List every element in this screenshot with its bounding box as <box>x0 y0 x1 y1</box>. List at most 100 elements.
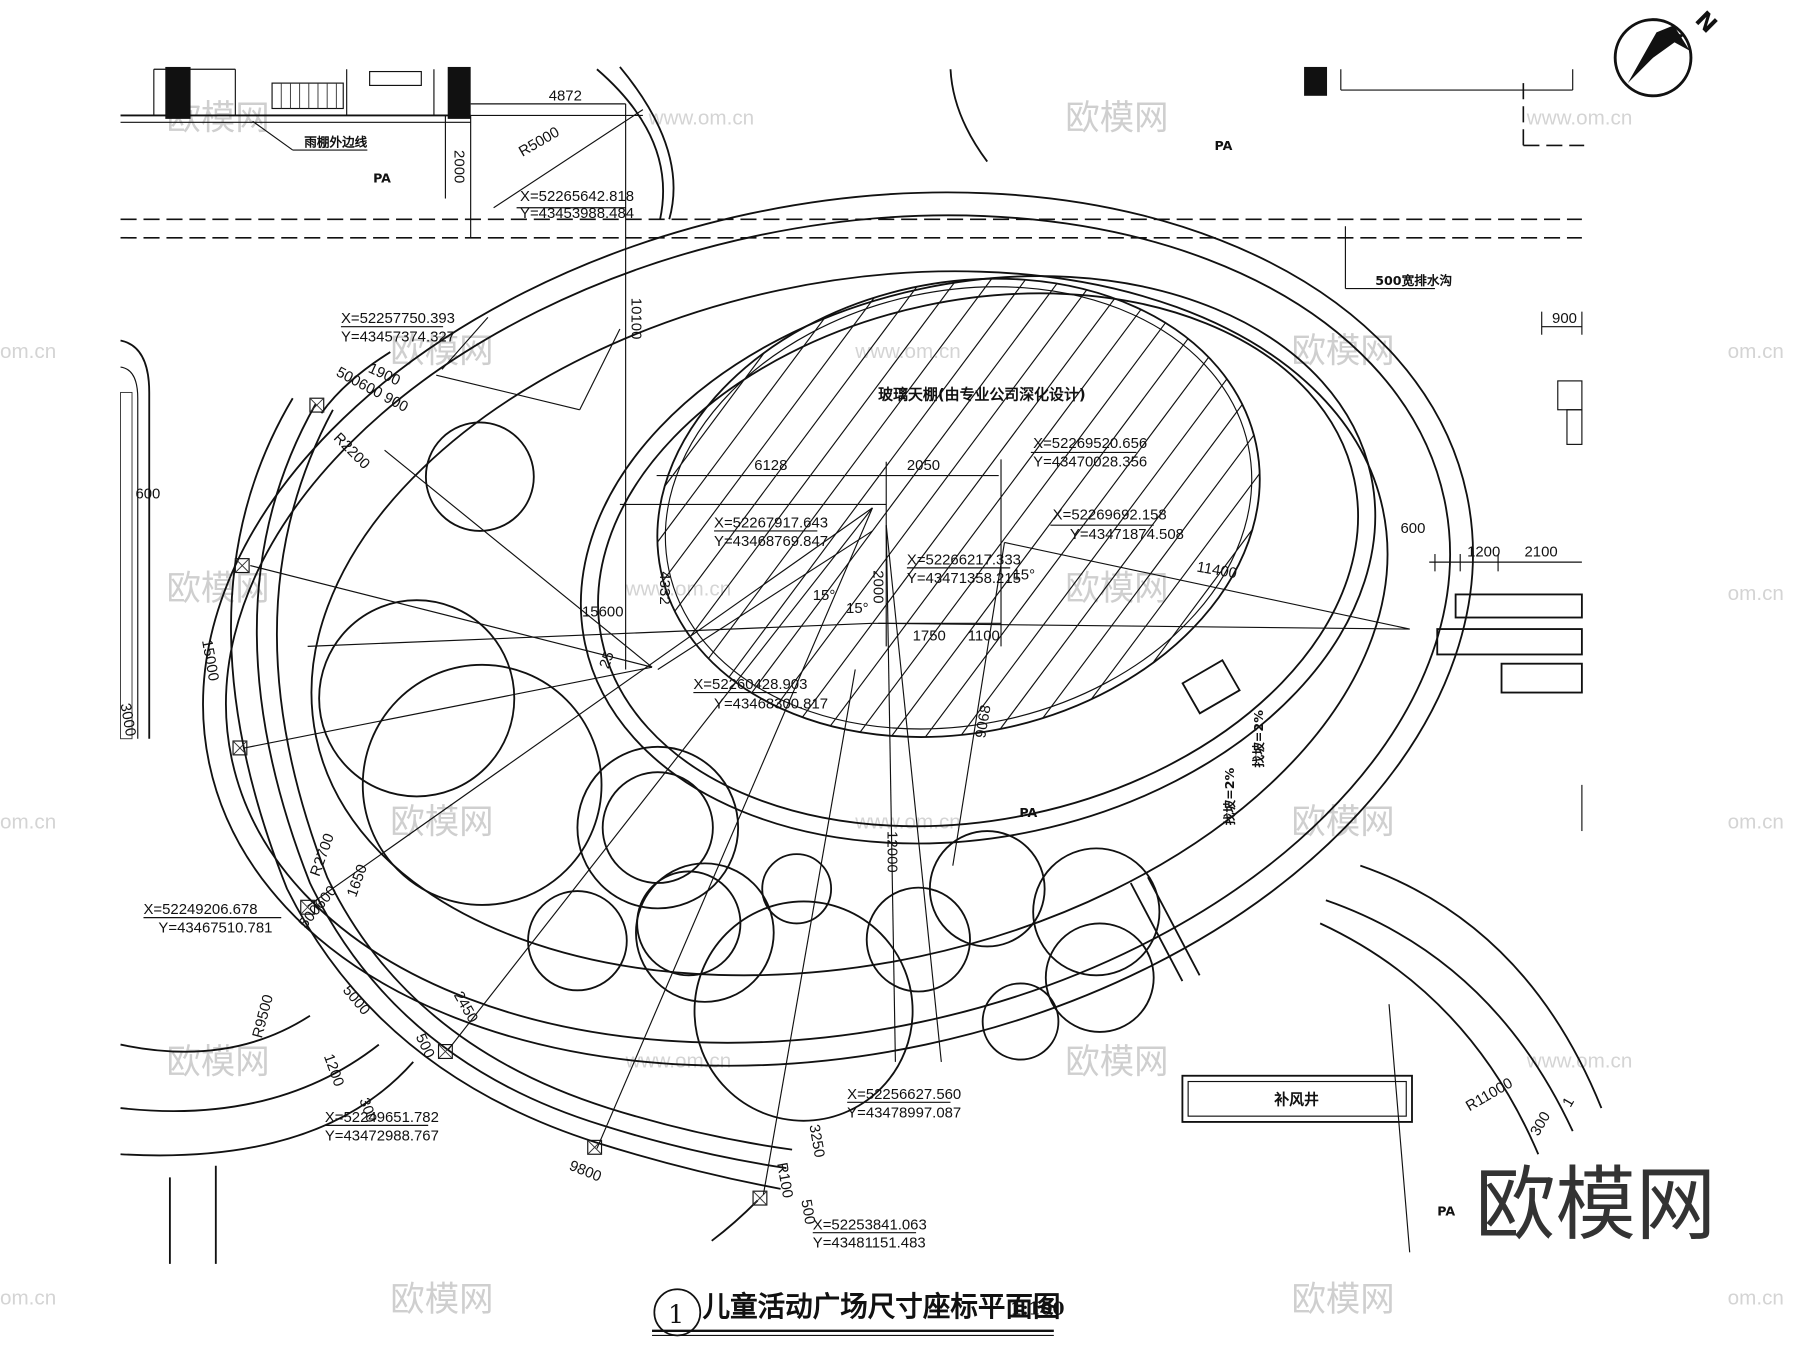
watermark-url: om.cn <box>1728 811 1784 834</box>
hatch-line <box>1355 254 1734 762</box>
dimension: 1650 <box>344 862 371 899</box>
coord-y: Y=43467510.781 <box>158 920 272 937</box>
watermark-layer: 欧模网 欧模网 欧模网 欧模网 欧模网 欧模网 欧模网 欧模网 欧模网 欧模网 … <box>0 98 1784 1320</box>
watermark-url: om.cn <box>1728 582 1784 605</box>
coord-x: X=52256627.560 <box>847 1086 961 1103</box>
dimension: 1200 <box>1467 543 1500 560</box>
dimension: 9800 <box>567 1157 604 1185</box>
watermark: 欧模网 <box>1065 1042 1168 1082</box>
dimension: 1750 <box>913 628 946 645</box>
hatch-line <box>734 253 1114 763</box>
coord-x: X=52269520.656 <box>1033 435 1147 452</box>
dimension: 600 <box>135 486 160 503</box>
dimension: 600 <box>1401 520 1426 537</box>
detail-number: 1 <box>668 1299 684 1329</box>
dimension: 4332 <box>656 571 673 604</box>
coord-y: Y=43453988.484 <box>520 205 634 222</box>
dimension: 2450 <box>450 988 481 1025</box>
column-block <box>165 66 191 119</box>
dimension: R5000 <box>516 124 563 161</box>
coord-x: X=52249206.678 <box>143 901 257 918</box>
coord-x: X=52266217.333 <box>907 551 1021 568</box>
dimension: 15000 <box>198 638 222 682</box>
north-arrow-icon: N <box>1613 7 1722 98</box>
coord-y: Y=43457374.327 <box>341 329 455 346</box>
dimension: 2000 <box>870 570 887 603</box>
dimension: 500600 <box>295 882 340 931</box>
coord-x: X=52265642.818 <box>520 188 634 205</box>
dimension: 15° <box>846 600 869 617</box>
canopy-label: 玻璃天棚(由专业公司深化设计) <box>878 385 1085 403</box>
dimension: 2000 <box>451 150 468 183</box>
coord-x: X=52269692.158 <box>1053 506 1167 523</box>
watermark: 欧模网 <box>166 1042 269 1082</box>
watermark: 欧模网 <box>1291 1280 1394 1320</box>
hatch-line <box>614 253 873 763</box>
dimension: 3000 <box>117 702 139 738</box>
watermark-url: om.cn <box>0 340 56 363</box>
watermark-url: www.om.cn <box>854 811 961 834</box>
coord-y: Y=43468300.817 <box>714 696 828 713</box>
hatch-line <box>1285 253 1303 763</box>
coord-y: Y=43471874.508 <box>1070 526 1184 543</box>
pa-label: PA <box>1437 1203 1455 1218</box>
dimension-lines <box>444 103 1002 670</box>
dimension: 1200 <box>320 1052 347 1089</box>
coord-y: Y=43472988.767 <box>325 1127 439 1144</box>
drain-label: 500宽排水沟 <box>1375 273 1452 288</box>
hatch-line <box>630 253 1011 763</box>
surrounding-paths <box>120 66 1583 832</box>
dimension: R2200 <box>330 429 373 472</box>
watermark-url: www.om.cn <box>1526 107 1633 130</box>
hatch-line <box>1009 253 1303 763</box>
column-block <box>447 66 471 119</box>
coord-y: Y=43470028.356 <box>1033 453 1147 470</box>
dimension: 25 <box>596 649 618 671</box>
watermark-url: www.om.cn <box>648 107 755 130</box>
layout-lines <box>244 317 1410 1195</box>
dimension: 2100 <box>1524 543 1557 560</box>
coord-x: X=52249651.782 <box>325 1109 439 1126</box>
coord-x: X=52257750.393 <box>341 310 455 327</box>
dimension: 500 <box>797 1198 818 1226</box>
watermark: 欧模网 <box>1065 98 1168 138</box>
watermark-url: om.cn <box>1728 340 1784 363</box>
watermark-url: om.cn <box>0 1286 56 1309</box>
dimension: 9068 <box>972 704 994 740</box>
ventilation-shaft: 补风井 <box>1181 1074 1413 1123</box>
dimension: 15600 <box>582 603 623 620</box>
dimension: 5000 <box>339 982 373 1019</box>
eaves-line-label: 雨棚外边线 <box>304 135 367 150</box>
coord-x: X=52253841.063 <box>813 1216 927 1233</box>
building-edge-right: PA <box>1215 66 1585 153</box>
drawing-title: 儿童活动广场尺寸座标平面图 <box>703 1290 1061 1323</box>
watermark: 欧模网 <box>1291 802 1394 842</box>
dimension: 6128 <box>754 457 787 474</box>
watermark-url: om.cn <box>0 811 56 834</box>
hatch-line <box>1320 254 1699 762</box>
dimension: 3250 <box>805 1123 827 1159</box>
side-arcs: PA <box>120 864 1603 1264</box>
pa-label: PA <box>1215 138 1233 153</box>
hatch-line <box>768 253 1149 763</box>
dimension: 2050 <box>907 457 940 474</box>
drawing-scale: 1:100 <box>1010 1300 1064 1320</box>
building-edge: 雨棚外边线 PA <box>120 66 471 185</box>
drainage-channel: 500宽排水沟 <box>120 218 1582 290</box>
hatch-line <box>1250 253 1303 763</box>
title-block: 1 儿童活动广场尺寸座标平面图 1:100 <box>652 1288 1064 1337</box>
dimension: R9500 <box>249 993 277 1040</box>
dimension: 300 <box>1527 1109 1554 1139</box>
dimension: 900 <box>1552 310 1577 327</box>
watermark-url: om.cn <box>1728 1286 1784 1309</box>
pa-label: PA <box>373 170 391 185</box>
ventilation-label: 补风井 <box>1273 1091 1319 1109</box>
watermark-url: www.om.cn <box>854 340 961 363</box>
coord-y: Y=43481151.483 <box>813 1235 926 1252</box>
coord-y: Y=43468769.847 <box>714 533 828 550</box>
dimension: R2700 <box>307 831 338 878</box>
slope-label: 找坡=2% <box>1222 767 1237 825</box>
hatch-line <box>837 253 1218 763</box>
coord-x: X=52267917.643 <box>714 514 828 531</box>
